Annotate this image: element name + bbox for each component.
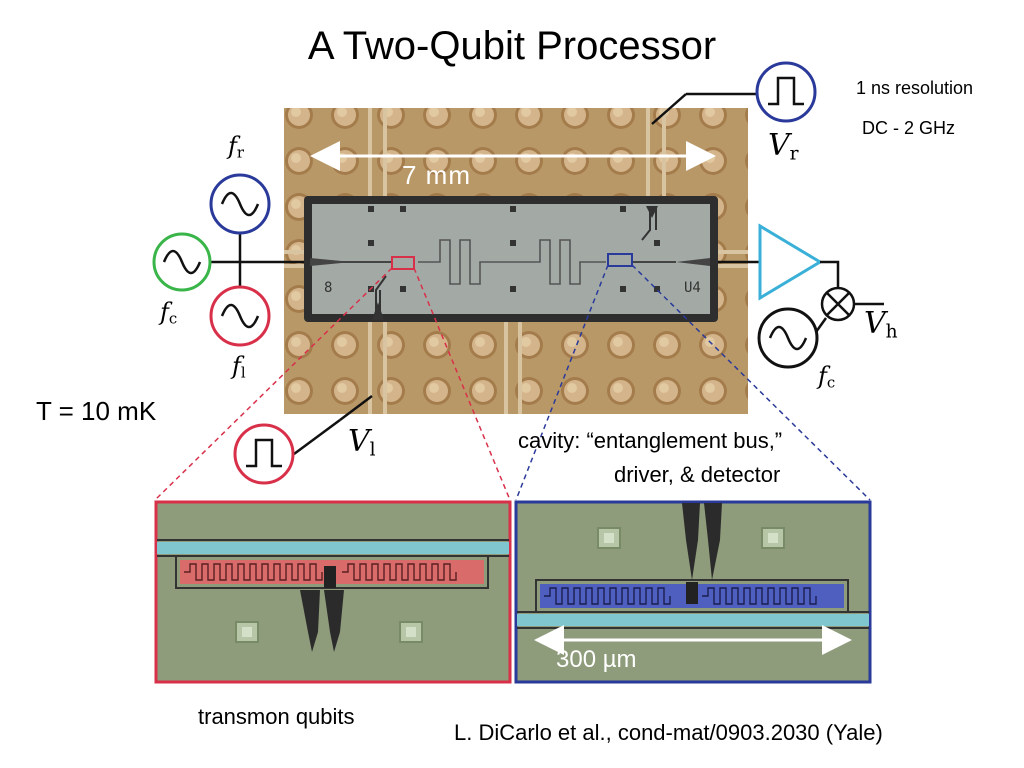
fc-lo-label: fc <box>818 362 836 392</box>
fl-label: fl <box>232 352 246 382</box>
chip-mark-right: U4 <box>684 280 701 296</box>
cavity-label-line1: cavity: “entanglement bus,” <box>518 428 783 453</box>
temperature-label: T = 10 mK <box>36 396 157 426</box>
bandwidth-note: DC - 2 GHz <box>862 118 956 138</box>
amplifier-icon <box>758 223 823 301</box>
left-qubit-zoom <box>154 500 512 684</box>
zoom-scale-label: 300 µm <box>556 646 637 673</box>
chip-surface <box>312 204 710 314</box>
right-qubit-marker <box>607 253 633 267</box>
citation: L. DiCarlo et al., cond-mat/0903.2030 (Y… <box>454 720 883 745</box>
qubits-caption: transmon qubits <box>198 704 355 729</box>
left-qubit-marker <box>391 256 415 270</box>
resolution-note: 1 ns resolution <box>856 78 974 98</box>
right-qubit-zoom <box>514 500 872 684</box>
vr-label: Vr <box>768 128 799 165</box>
page-title: A Two-Qubit Processor <box>307 24 717 68</box>
cavity-meander <box>418 239 606 285</box>
chip-width-label: 7 mm <box>402 160 471 190</box>
vh-label: Vh <box>864 306 898 343</box>
fr-label: fr <box>228 132 245 162</box>
vl-label: Vl <box>348 424 376 461</box>
chip-mark-left: 8 <box>324 280 333 296</box>
vl-pulse-icon <box>233 423 295 485</box>
fc-label: fc <box>160 298 178 328</box>
vr-pulse-icon <box>755 61 817 123</box>
cavity-label-line2: driver, & detector <box>614 462 781 487</box>
